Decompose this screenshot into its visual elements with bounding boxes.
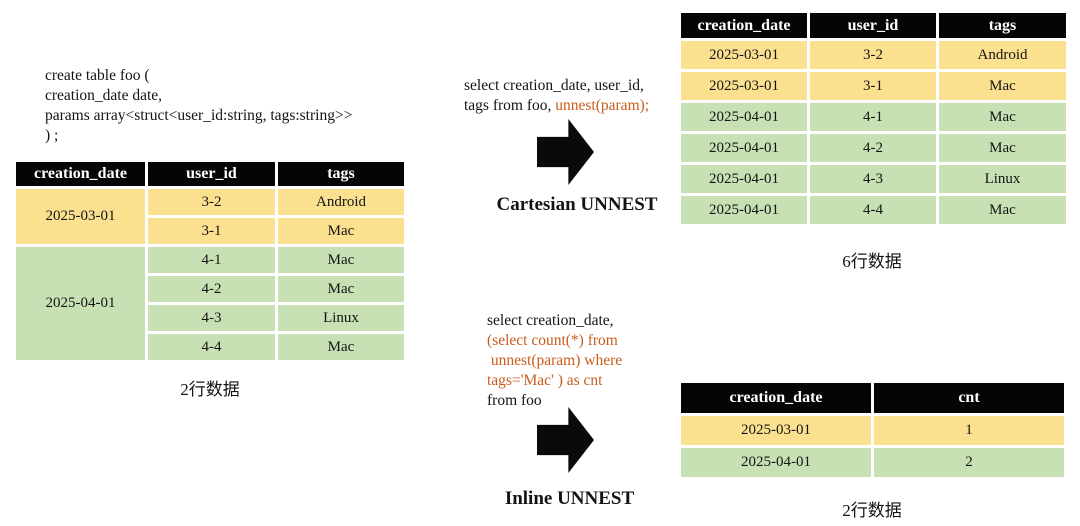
table-cell: 2025-04-01 <box>681 196 807 224</box>
sql-plain-segment: from foo <box>487 392 542 409</box>
table-cell: 4-2 <box>810 134 936 162</box>
inline-unnest-label: Inline UNNEST <box>504 488 635 509</box>
table-cell: 4-1 <box>148 247 275 273</box>
right-arrow-icon <box>537 119 594 185</box>
table-cell: 2025-04-01 <box>681 103 807 131</box>
table-cell: 2025-04-01 <box>681 448 871 477</box>
create-table-sql: create table foo ( creation_date date, p… <box>45 67 353 144</box>
table-cell: 2025-03-01 <box>681 41 807 69</box>
table-cell: 4-3 <box>148 305 275 331</box>
column-header: user_id <box>148 162 275 186</box>
inline-table-caption: 2行数据 <box>842 501 902 520</box>
table-cell: 3-1 <box>148 218 275 244</box>
source-table-caption: 2行数据 <box>180 380 240 399</box>
table-cell: 2025-04-01 <box>681 134 807 162</box>
table-cell: 2025-03-01 <box>681 72 807 100</box>
column-header: user_id <box>810 13 936 38</box>
table-cell: Linux <box>939 165 1066 193</box>
cartesian-table-caption: 6行数据 <box>842 252 902 271</box>
table-cell: 4-3 <box>810 165 936 193</box>
table-cell: Mac <box>278 276 404 302</box>
sql-highlighted-segment: (select count(*) from unnest(param) wher… <box>487 332 623 389</box>
table-cell: 3-2 <box>148 189 275 215</box>
column-header: tags <box>939 13 1066 38</box>
table-cell: Mac <box>278 247 404 273</box>
table-cell: 3-1 <box>810 72 936 100</box>
sql-plain-segment: select creation_date, <box>487 312 614 329</box>
sql-query-inline: select creation_date, (select count(*) f… <box>487 311 677 411</box>
table-cell: Mac <box>278 334 404 360</box>
table-cell: 2 <box>874 448 1064 477</box>
table-cell: 2025-03-01 <box>16 189 145 244</box>
table-cell: 2025-04-01 <box>681 165 807 193</box>
column-header: creation_date <box>681 13 807 38</box>
table-cell: 1 <box>874 416 1064 445</box>
table-cell: 4-4 <box>148 334 275 360</box>
sql-highlighted-segment: unnest(param); <box>555 97 650 114</box>
table-cell: 4-1 <box>810 103 936 131</box>
table-cell: 2025-03-01 <box>681 416 871 445</box>
right-arrow-icon <box>537 407 594 473</box>
table-cell: 4-4 <box>810 196 936 224</box>
table-cell: Linux <box>278 305 404 331</box>
table-cell: Mac <box>939 72 1066 100</box>
cartesian-unnest-label: Cartesian UNNEST <box>496 194 658 215</box>
column-header: tags <box>278 162 404 186</box>
table-cell: Mac <box>939 103 1066 131</box>
column-header: cnt <box>874 383 1064 413</box>
table-cell: Mac <box>939 196 1066 224</box>
table-cell: 2025-04-01 <box>16 247 145 360</box>
column-header: creation_date <box>681 383 871 413</box>
table-cell: 3-2 <box>810 41 936 69</box>
table-cell: Android <box>278 189 404 215</box>
sql-query-cartesian: select creation_date, user_id, tags from… <box>464 76 684 116</box>
table-cell: Mac <box>278 218 404 244</box>
table-cell: Android <box>939 41 1066 69</box>
table-cell: Mac <box>939 134 1066 162</box>
sql-plain-segment: select creation_date, user_id, tags from… <box>464 77 644 114</box>
table-cell: 4-2 <box>148 276 275 302</box>
column-header: creation_date <box>16 162 145 186</box>
